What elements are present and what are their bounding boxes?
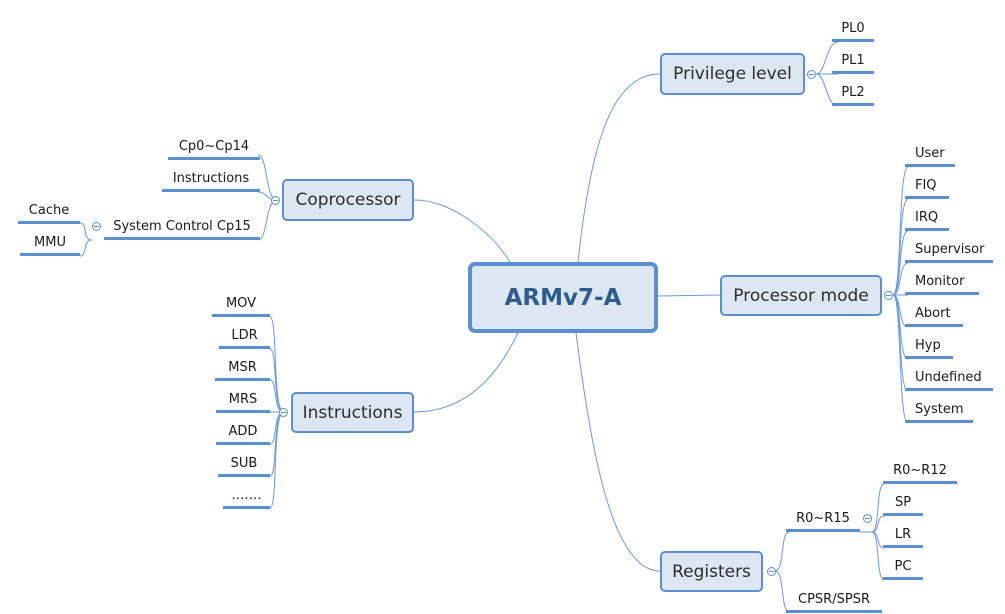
- coprocessor-label: Coprocessor: [295, 190, 401, 210]
- leaf-lr[interactable]: LR: [883, 527, 923, 548]
- instructions-node[interactable]: Instructions: [291, 392, 414, 433]
- collapse-toggle-r0-r15[interactable]: [863, 514, 872, 523]
- leaf-coproc-instructions[interactable]: Instructions: [162, 171, 260, 192]
- leaf-monitor[interactable]: Monitor: [905, 274, 979, 295]
- coprocessor-node[interactable]: Coprocessor: [282, 179, 414, 221]
- leaf-ldr[interactable]: LDR: [219, 328, 270, 349]
- leaf-undefined[interactable]: Undefined: [905, 370, 993, 391]
- leaf-sp[interactable]: SP: [883, 495, 923, 516]
- privilege-level-node[interactable]: Privilege level: [660, 53, 805, 95]
- collapse-toggle-processor-mode[interactable]: [884, 291, 893, 300]
- collapse-toggle-cp15[interactable]: [92, 222, 101, 231]
- leaf-sub[interactable]: SUB: [218, 456, 270, 477]
- link-root-privilege: [577, 73, 661, 263]
- collapse-toggle-coprocessor[interactable]: [271, 196, 280, 205]
- collapse-toggle-registers[interactable]: [767, 567, 776, 576]
- leaf-mrs[interactable]: MRS: [216, 392, 270, 413]
- collapse-toggle-instructions[interactable]: [279, 408, 288, 417]
- link-root-instructions: [413, 332, 519, 413]
- link-root-processor: [657, 294, 721, 297]
- registers-node[interactable]: Registers: [660, 551, 763, 592]
- leaf-ellipsis[interactable]: …….: [223, 488, 270, 509]
- leaf-system-control-cp15[interactable]: System Control Cp15: [104, 219, 260, 240]
- leaf-system[interactable]: System: [905, 402, 973, 423]
- leaf-abort[interactable]: Abort: [905, 306, 963, 327]
- leaf-hyp[interactable]: Hyp: [905, 338, 953, 359]
- leaf-cpsr-spsr[interactable]: CPSR/SPSR: [786, 592, 882, 613]
- leaf-pl1[interactable]: PL1: [832, 53, 874, 74]
- link-root-coprocessor: [413, 199, 511, 263]
- leaf-pl2[interactable]: PL2: [832, 85, 874, 106]
- privilege-level-label: Privilege level: [673, 64, 792, 84]
- leaf-pl0[interactable]: PL0: [832, 21, 874, 42]
- link-root-registers: [575, 332, 661, 572]
- registers-label: Registers: [672, 561, 751, 582]
- instructions-label: Instructions: [302, 402, 403, 423]
- leaf-r0-r12[interactable]: R0~R12: [883, 463, 957, 484]
- leaf-mov[interactable]: MOV: [212, 296, 270, 317]
- leaf-pc[interactable]: PC: [883, 559, 923, 580]
- leaf-add[interactable]: ADD: [216, 424, 270, 445]
- collapse-toggle-privilege[interactable]: [807, 70, 816, 79]
- leaf-msr[interactable]: MSR: [215, 360, 270, 381]
- leaf-mmu[interactable]: MMU: [20, 235, 80, 256]
- leaf-supervisor[interactable]: Supervisor: [905, 242, 993, 263]
- processor-mode-label: Processor mode: [733, 285, 869, 306]
- leaf-fiq[interactable]: FIQ: [905, 178, 949, 199]
- root-label: ARMv7-A: [504, 284, 622, 311]
- leaf-irq[interactable]: IRQ: [905, 210, 949, 231]
- root-node[interactable]: ARMv7-A: [468, 262, 658, 333]
- leaf-user[interactable]: User: [905, 146, 955, 167]
- processor-mode-node[interactable]: Processor mode: [720, 275, 882, 316]
- leaf-r0-r15[interactable]: R0~R15: [786, 511, 860, 532]
- leaf-cp0-cp14[interactable]: Cp0~Cp14: [168, 139, 260, 160]
- leaf-cache[interactable]: Cache: [18, 203, 80, 224]
